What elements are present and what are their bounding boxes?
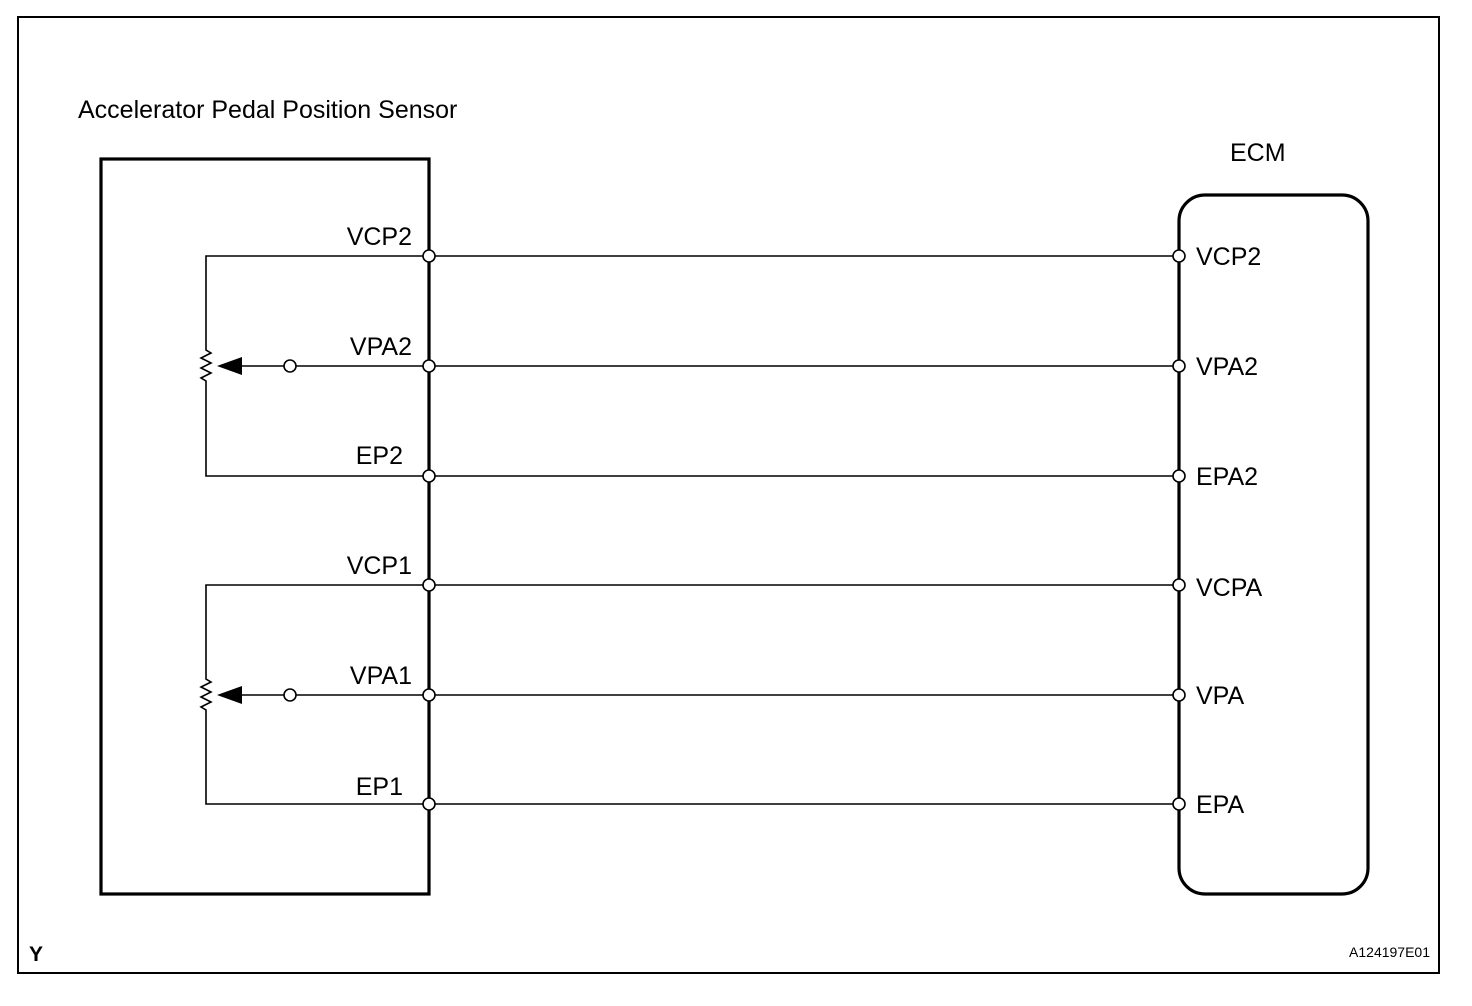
ecm-box: [1177, 193, 1370, 896]
figure-frame: [17, 16, 1440, 974]
sensor-circuit-lower: [199, 584, 429, 805]
ecm-label-epa: EPA: [1196, 791, 1244, 819]
sensor-circuit-upper: [199, 255, 429, 477]
sensor-terminal-vcp2: [422, 249, 436, 263]
sensor-label-ep2: EP2: [356, 442, 403, 470]
sensor-terminal-vpa1: [422, 688, 436, 702]
sensor-terminal-labels: VCP2 VPA2 EP2 VCP1 VPA1 EP1: [347, 223, 412, 801]
sensor-label-ep1: EP1: [356, 773, 403, 801]
sensor-terminals: [422, 249, 436, 811]
ecm-terminal-vcp2: [1172, 249, 1186, 263]
ecm-label-vpa2: VPA2: [1196, 353, 1258, 381]
ecm-label-vcp2: VCP2: [1196, 243, 1261, 271]
sensor-title: Accelerator Pedal Position Sensor: [78, 96, 457, 124]
wiper-arrow-upper: [217, 357, 242, 375]
ecm-title: ECM: [1230, 139, 1286, 167]
sensor-terminal-ep1: [422, 797, 436, 811]
sensor-box: [99, 157, 431, 896]
sensor-label-vcp2: VCP2: [347, 223, 412, 251]
resistor-upper: [199, 345, 429, 477]
ecm-label-vpa: VPA: [1196, 682, 1244, 710]
ecm-terminals: [1172, 249, 1186, 811]
sensor-label-vpa2: VPA2: [350, 333, 412, 361]
corner-mark: Y: [29, 943, 43, 966]
ecm-terminal-vpa: [1172, 688, 1186, 702]
ecm-terminal-vcpa: [1172, 578, 1186, 592]
ecm-terminal-epa2: [1172, 469, 1186, 483]
ecm-terminal-epa: [1172, 797, 1186, 811]
ecm-label-epa2: EPA2: [1196, 463, 1258, 491]
wiper-arrow-lower: [217, 686, 242, 704]
ecm-terminal-vpa2: [1172, 359, 1186, 373]
figure-id: A124197E01: [1349, 944, 1430, 960]
sensor-terminal-ep2: [422, 469, 436, 483]
sensor-terminal-vcp1: [422, 578, 436, 592]
resistor-lower: [199, 674, 429, 805]
wiper-terminal-lower: [283, 688, 297, 702]
wiper-terminal-upper: [283, 359, 297, 373]
ecm-terminal-labels: VCP2 VPA2 EPA2 VCPA VPA EPA: [1196, 243, 1263, 819]
sensor-terminal-vpa2: [422, 359, 436, 373]
sensor-label-vpa1: VPA1: [350, 662, 412, 690]
sensor-label-vcp1: VCP1: [347, 552, 412, 580]
ecm-label-vcpa: VCPA: [1196, 574, 1263, 602]
harness-wires: [429, 255, 1179, 805]
